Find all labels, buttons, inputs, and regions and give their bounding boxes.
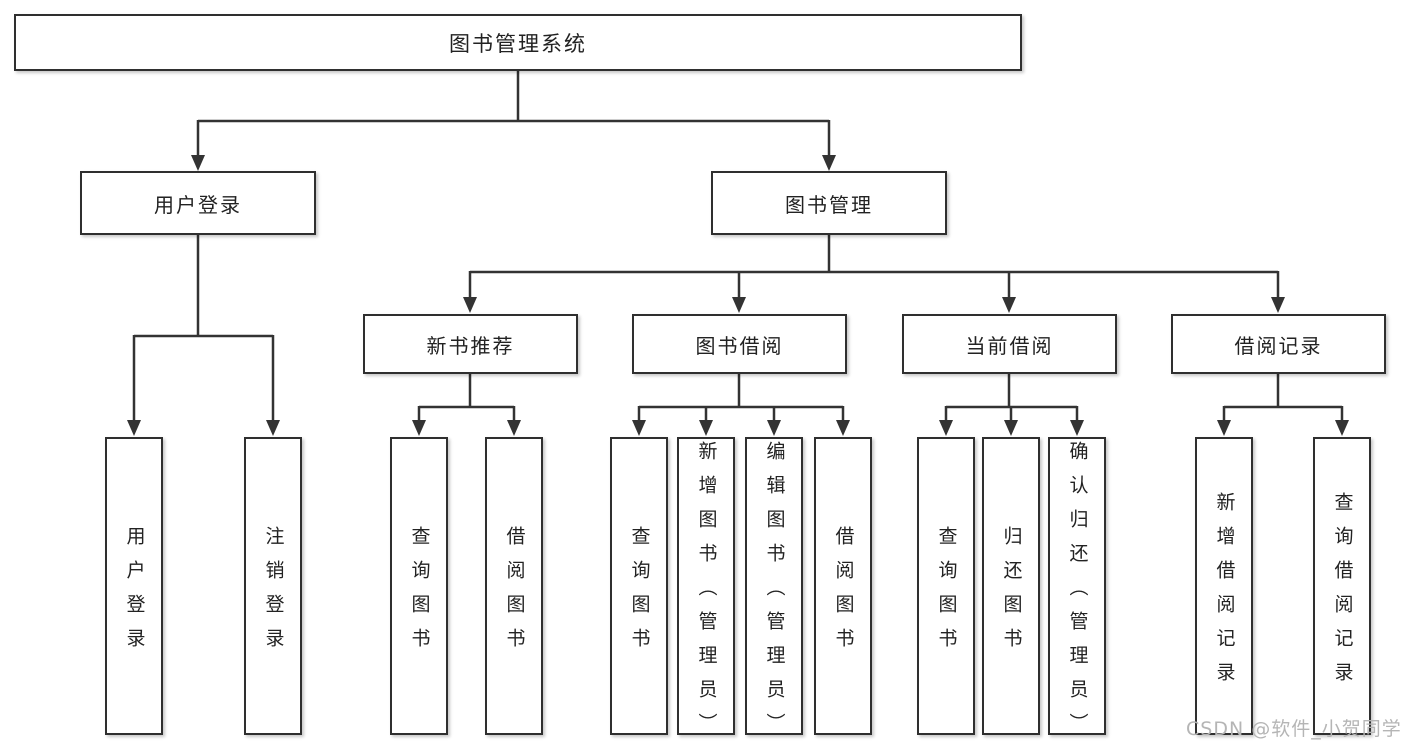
- node-book-borrowing: 图书借阅: [632, 314, 847, 374]
- node-borrow-records: 借阅记录: [1171, 314, 1386, 374]
- leaf-add-book-admin: 新增图书（管理员）: [677, 437, 735, 747]
- node-library-management-system: 图书管理系统: [14, 14, 1022, 71]
- leaf-label: 查询借阅记录: [1331, 491, 1354, 696]
- node-label: 借阅记录: [1234, 333, 1323, 358]
- node-label: 用户登录: [154, 192, 242, 217]
- leaf-confirm-return-admin: 确认归还（管理员）: [1048, 437, 1106, 747]
- leaf-query-borrow-record: 查询借阅记录: [1313, 437, 1371, 735]
- leaf-label: 归还图书: [1000, 525, 1023, 662]
- leaf-label: 查询图书: [935, 525, 958, 662]
- leaf-return-books: 归还图书: [982, 437, 1040, 735]
- leaf-edit-book-admin: 编辑图书（管理员）: [745, 437, 803, 747]
- node-label: 图书管理系统: [449, 31, 587, 56]
- leaf-label: 注销登录: [262, 525, 285, 662]
- node-label: 新书推荐: [426, 333, 515, 358]
- leaf-borrow-books-recommend: 借阅图书: [485, 437, 543, 735]
- leaf-query-books-current: 查询图书: [917, 437, 975, 735]
- leaf-borrow-books-borrowing: 借阅图书: [814, 437, 872, 735]
- csdn-watermark: CSDN @软件_小贺同学: [1186, 718, 1402, 740]
- leaf-label: 新增借阅记录: [1213, 491, 1236, 696]
- leaf-label: 借阅图书: [503, 525, 526, 662]
- leaf-label: 查询图书: [408, 525, 431, 662]
- node-label: 当前借阅: [965, 333, 1054, 358]
- node-book-management: 图书管理: [711, 171, 947, 235]
- node-current-borrowing: 当前借阅: [902, 314, 1117, 374]
- leaf-label: 查询图书: [628, 525, 651, 662]
- leaf-label: 新增图书（管理员）: [695, 440, 718, 747]
- node-user-login: 用户登录: [80, 171, 316, 235]
- node-label: 图书借阅: [695, 333, 784, 358]
- node-new-book-recommend: 新书推荐: [363, 314, 578, 374]
- leaf-add-borrow-record: 新增借阅记录: [1195, 437, 1253, 735]
- leaf-query-books-borrowing: 查询图书: [610, 437, 668, 735]
- leaf-query-books-recommend: 查询图书: [390, 437, 448, 735]
- leaf-user-login: 用户登录: [105, 437, 163, 735]
- leaf-label: 编辑图书（管理员）: [763, 440, 786, 747]
- leaf-label: 确认归还（管理员）: [1066, 440, 1089, 747]
- leaf-label: 借阅图书: [832, 525, 855, 662]
- connector-lines: [132, 70, 1344, 423]
- node-label: 图书管理: [785, 192, 873, 217]
- leaf-label: 用户登录: [123, 525, 146, 662]
- leaf-logout: 注销登录: [244, 437, 302, 735]
